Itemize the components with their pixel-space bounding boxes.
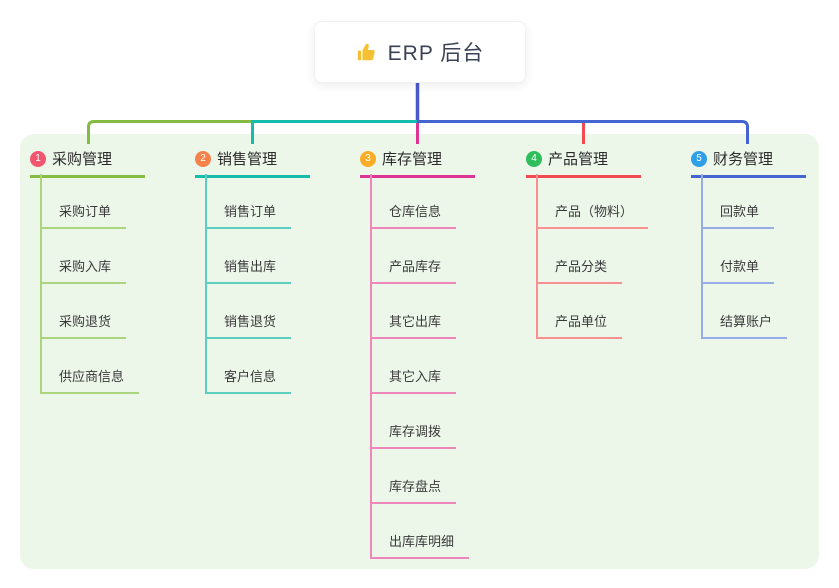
branch-purchase-children: 采购订单 采购入库 采购退货 供应商信息	[40, 174, 140, 394]
branch-sales-children: 销售订单 销售出库 销售退货 客户信息	[205, 174, 292, 394]
child-node: 回款单	[703, 174, 787, 229]
thumbs-up-icon	[356, 41, 378, 63]
child-label[interactable]: 销售订单	[207, 201, 292, 229]
branch-number-badge: 1	[30, 150, 46, 167]
branch-finance-header[interactable]: 5 财务管理	[691, 148, 806, 178]
branch-label: 库存管理	[382, 151, 443, 168]
child-node: 库存盘点	[372, 449, 469, 504]
child-label[interactable]: 付款单	[703, 256, 775, 284]
branch-inventory-header[interactable]: 3 库存管理	[360, 148, 475, 178]
child-label[interactable]: 客户信息	[207, 366, 292, 394]
child-label[interactable]: 回款单	[703, 201, 775, 229]
branch-finance-children: 回款单 付款单 结算账户	[701, 174, 788, 339]
child-node: 产品单位	[538, 284, 648, 339]
branch-number-badge: 5	[691, 150, 707, 167]
child-node: 销售退货	[207, 284, 292, 339]
child-label[interactable]: 产品单位	[538, 311, 623, 339]
child-node: 其它出库	[372, 284, 469, 339]
branch-product-children: 产品（物料） 产品分类 产品单位	[536, 174, 649, 339]
branch-label: 财务管理	[713, 151, 774, 168]
child-node: 供应商信息	[42, 339, 140, 394]
child-label[interactable]: 采购订单	[42, 201, 127, 229]
root-node[interactable]: ERP 后台	[314, 21, 526, 83]
child-label[interactable]: 仓库信息	[372, 201, 457, 229]
child-label[interactable]: 出库库明细	[372, 531, 470, 559]
branches-panel	[20, 134, 819, 569]
child-label[interactable]: 其它入库	[372, 366, 457, 394]
branch-inventory-children: 仓库信息 产品库存 其它出库 其它入库 库存调拨 库存盘点 出库库明细	[370, 174, 470, 559]
root-label: ERP 后台	[387, 42, 485, 65]
branch-product-header[interactable]: 4 产品管理	[526, 148, 641, 178]
branch-label: 销售管理	[217, 151, 278, 168]
child-node: 其它入库	[372, 339, 469, 394]
child-label[interactable]: 其它出库	[372, 311, 457, 339]
child-label[interactable]: 采购退货	[42, 311, 127, 339]
child-label[interactable]: 库存调拨	[372, 421, 457, 449]
child-node: 销售订单	[207, 174, 292, 229]
child-label[interactable]: 结算账户	[703, 311, 788, 339]
child-node: 产品（物料）	[538, 174, 649, 229]
branch-number-badge: 2	[195, 150, 211, 167]
child-node: 销售出库	[207, 229, 292, 284]
child-label[interactable]: 产品（物料）	[538, 201, 649, 229]
child-node: 采购入库	[42, 229, 139, 284]
branch-label: 产品管理	[548, 151, 609, 168]
child-label[interactable]: 供应商信息	[42, 366, 140, 394]
child-node: 采购退货	[42, 284, 139, 339]
branch-number-badge: 4	[526, 150, 542, 167]
child-node: 采购订单	[42, 174, 139, 229]
child-label[interactable]: 销售退货	[207, 311, 292, 339]
child-label[interactable]: 产品库存	[372, 256, 457, 284]
child-node: 仓库信息	[372, 174, 469, 229]
branch-label: 采购管理	[52, 151, 113, 168]
child-node: 客户信息	[207, 339, 292, 394]
child-label[interactable]: 产品分类	[538, 256, 623, 284]
child-label[interactable]: 销售出库	[207, 256, 292, 284]
child-node: 出库库明细	[372, 504, 470, 559]
child-label[interactable]: 库存盘点	[372, 476, 457, 504]
branch-purchase-header[interactable]: 1 采购管理	[30, 148, 145, 178]
child-label[interactable]: 采购入库	[42, 256, 127, 284]
child-node: 付款单	[703, 229, 787, 284]
branch-sales-header[interactable]: 2 销售管理	[195, 148, 310, 178]
child-node: 产品分类	[538, 229, 648, 284]
child-node: 产品库存	[372, 229, 469, 284]
child-node: 结算账户	[703, 284, 788, 339]
branch-number-badge: 3	[360, 150, 376, 167]
child-node: 库存调拨	[372, 394, 469, 449]
